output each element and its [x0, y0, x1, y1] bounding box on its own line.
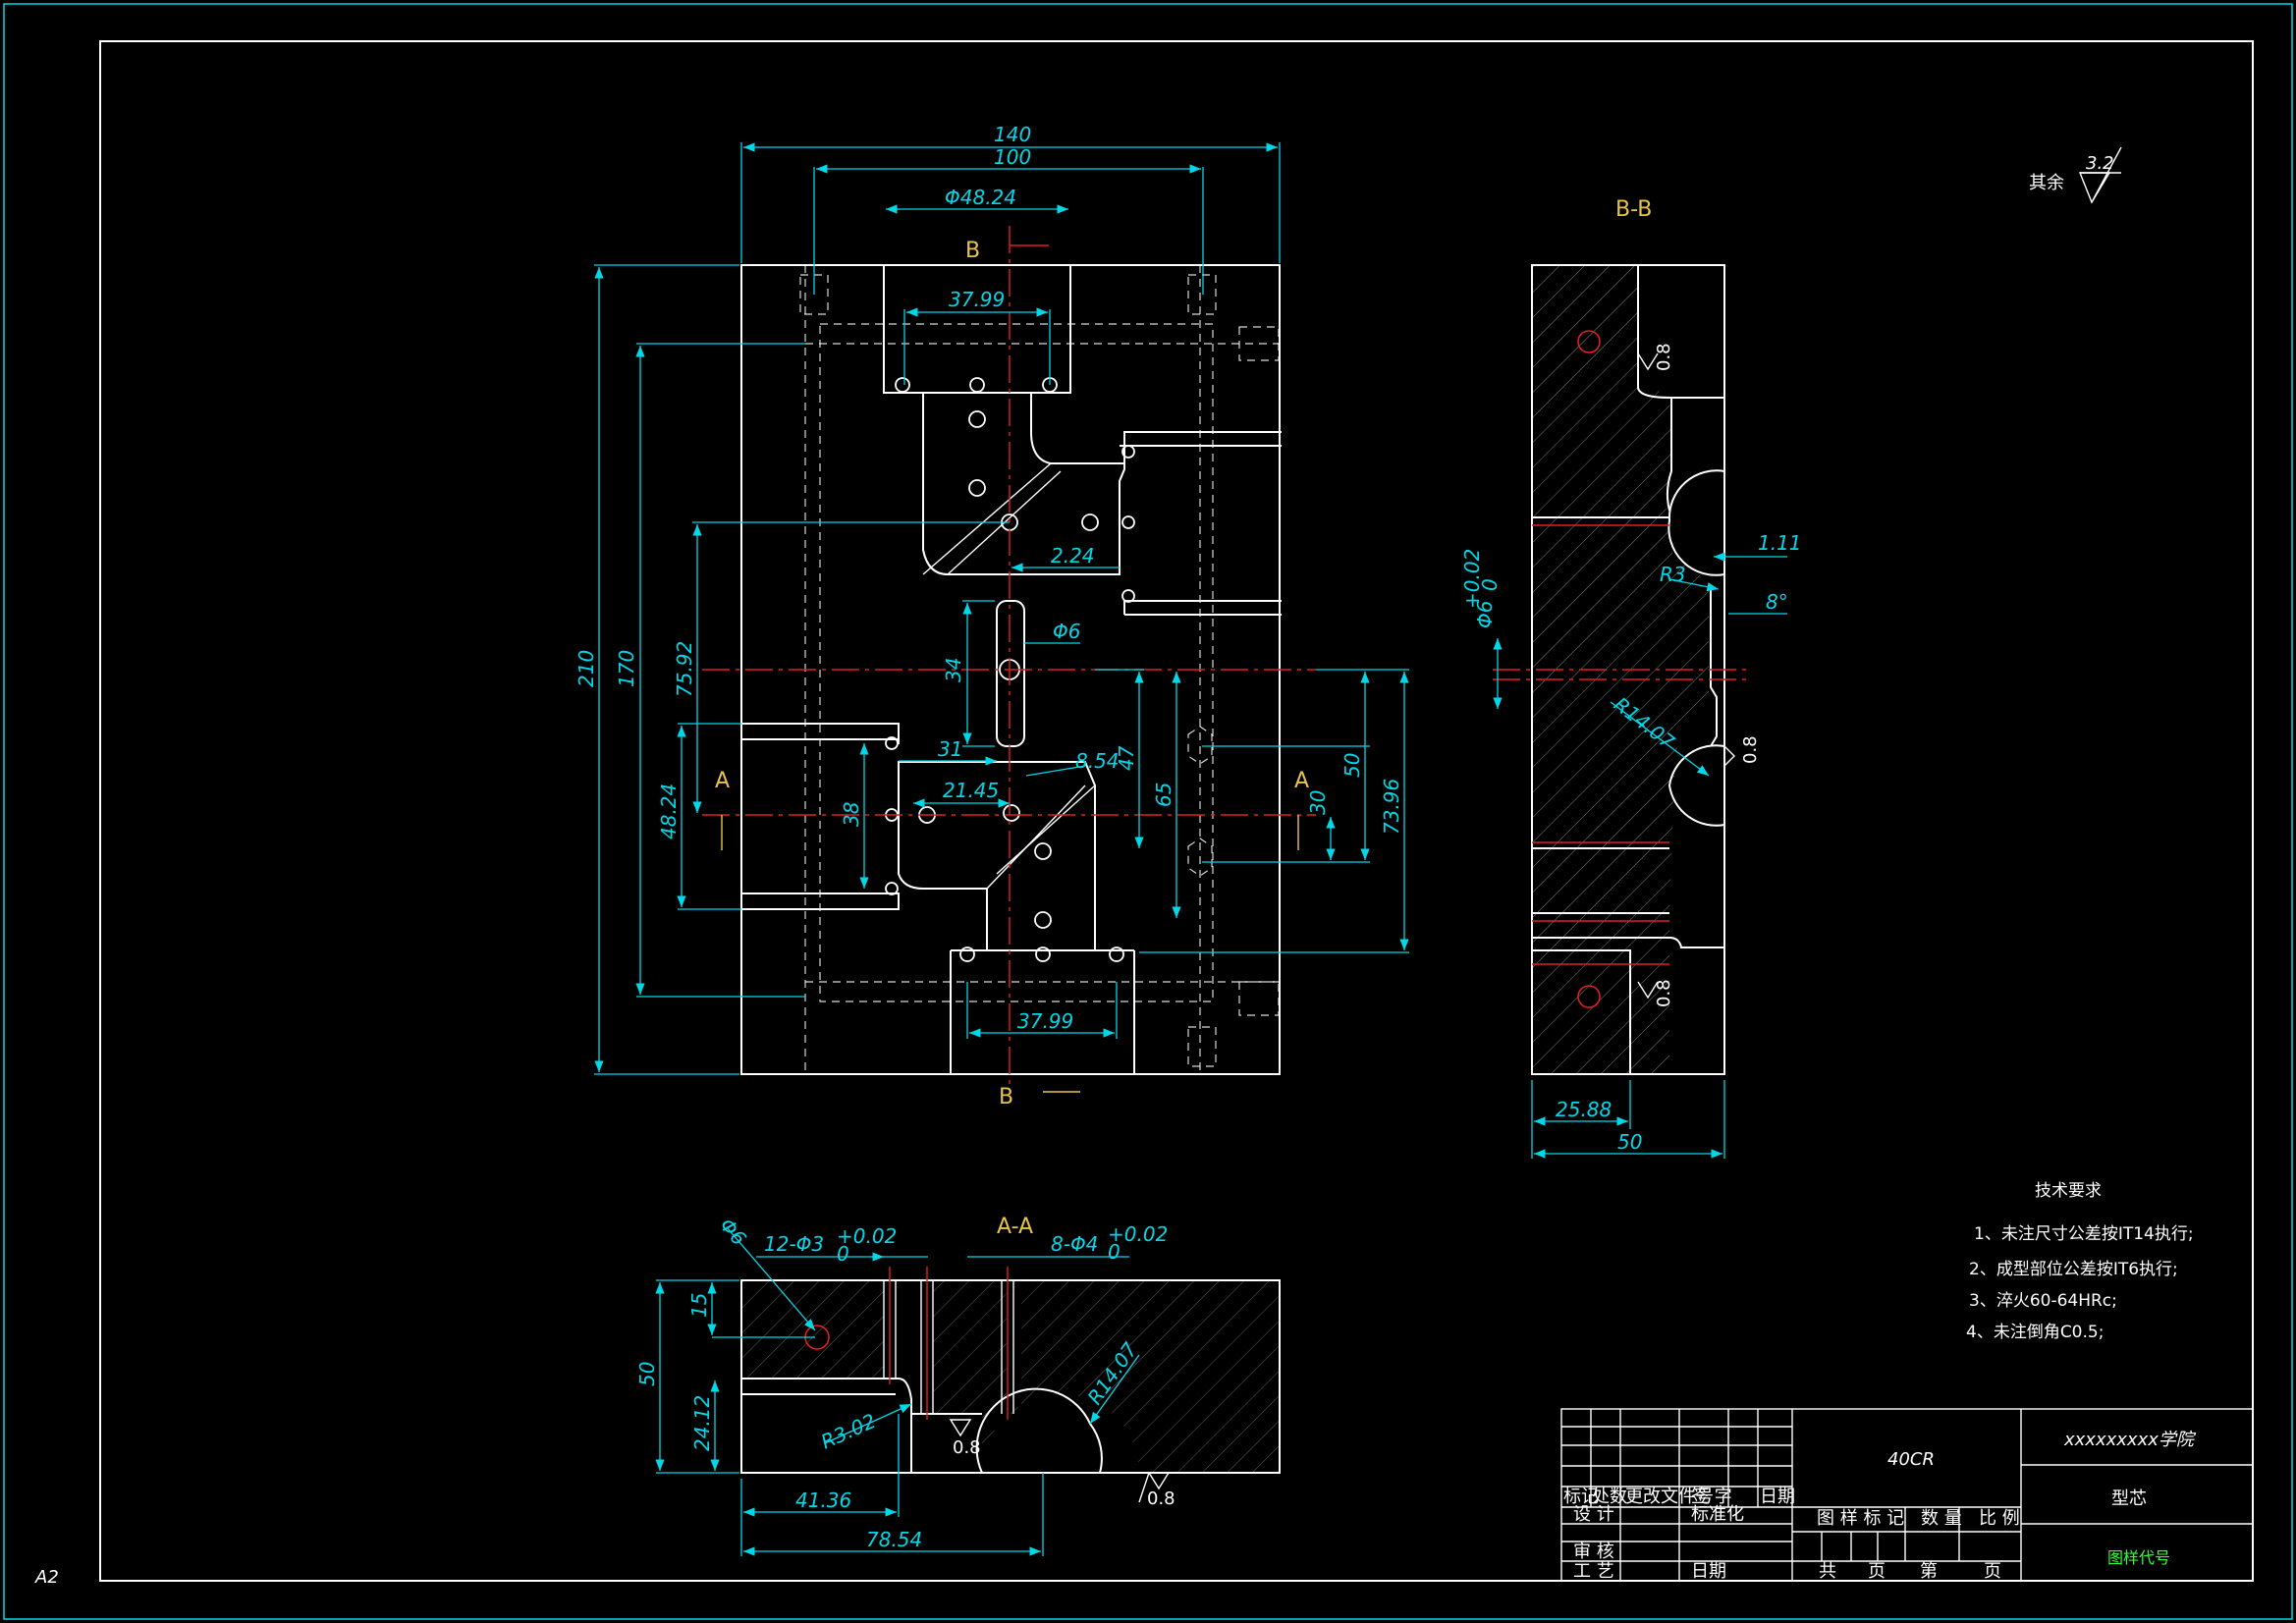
- svg-text:41.36: 41.36: [795, 1488, 851, 1512]
- svg-text:78.54: 78.54: [866, 1528, 922, 1551]
- svg-text:标准化: 标准化: [1691, 1504, 1744, 1525]
- main-dimensions: 140 100 Φ48.24 37.99 37.99 210 170: [574, 123, 1409, 1075]
- svg-text:8.54: 8.54: [1075, 749, 1120, 773]
- part-name: 型芯: [2111, 1488, 2147, 1509]
- svg-text:+0.02: +0.02: [837, 1224, 897, 1248]
- svg-text:3、淬火60-64HRc;: 3、淬火60-64HRc;: [1969, 1291, 2117, 1311]
- ejector-holes: [885, 377, 1135, 962]
- svg-text:12-Φ3: 12-Φ3: [764, 1232, 824, 1256]
- svg-text:50: 50: [635, 1362, 659, 1386]
- svg-text:数 量: 数 量: [1921, 1508, 1962, 1529]
- svg-text:第: 第: [1920, 1561, 1938, 1582]
- svg-text:73.96: 73.96: [1380, 779, 1403, 835]
- svg-text:Φ6: Φ6: [1053, 620, 1080, 643]
- svg-text:页: 页: [1868, 1561, 1886, 1582]
- svg-text:3.2: 3.2: [2086, 153, 2114, 174]
- svg-text:37.99: 37.99: [1017, 1009, 1073, 1033]
- svg-text:0.8: 0.8: [1654, 343, 1674, 371]
- svg-text:50: 50: [1617, 1130, 1642, 1154]
- svg-text:48.24: 48.24: [657, 784, 681, 839]
- svg-text:100: 100: [994, 145, 1031, 169]
- svg-text:R3.02: R3.02: [817, 1409, 879, 1454]
- svg-text:+0.02: +0.02: [1108, 1222, 1168, 1246]
- svg-text:210: 210: [574, 650, 598, 687]
- svg-text:8-Φ4: 8-Φ4: [1051, 1232, 1098, 1256]
- svg-text:8°: 8°: [1766, 590, 1788, 614]
- school-label: xxxxxxxxx学院: [2063, 1430, 2197, 1450]
- svg-text:140: 140: [994, 123, 1031, 146]
- svg-text:15: 15: [687, 1293, 711, 1318]
- tech-requirements: 技术要求 1、未注尺寸公差按IT14执行; 2、成型部位公差按IT6执行; 3、…: [1966, 1181, 2194, 1342]
- svg-text:4、未注倒角C0.5;: 4、未注倒角C0.5;: [1966, 1323, 2104, 1342]
- svg-text:1.11: 1.11: [1758, 531, 1802, 555]
- svg-text:0: 0: [837, 1242, 849, 1266]
- svg-text:Φ48.24: Φ48.24: [945, 186, 1016, 209]
- section-b-top: B: [965, 239, 980, 263]
- svg-text:37.99: 37.99: [949, 288, 1005, 311]
- svg-text:2、成型部位公差按IT6执行;: 2、成型部位公差按IT6执行;: [1969, 1260, 2178, 1279]
- svg-text:21.45: 21.45: [943, 779, 999, 802]
- outer-border: [3, 3, 2293, 1620]
- svg-text:日期: 日期: [1760, 1487, 1795, 1507]
- section-aa-title: A-A: [997, 1215, 1033, 1239]
- svg-text:65: 65: [1152, 783, 1175, 807]
- section-a-a: A-A 0.8 0.8 Φ6 12-Φ3 +0.02 0 8-Φ: [635, 1214, 1281, 1556]
- svg-text:审 核: 审 核: [1573, 1542, 1614, 1562]
- sheet-size-label: A2: [34, 1567, 59, 1588]
- svg-text:38: 38: [840, 802, 863, 827]
- svg-text:170: 170: [615, 650, 638, 687]
- main-view: B B A A 140 100 Φ48.24 37.99 37.: [574, 123, 1409, 1109]
- svg-text:签 字: 签 字: [1691, 1487, 1732, 1507]
- drawing-number: 图样代号: [2107, 1548, 2170, 1567]
- svg-text:共: 共: [1819, 1561, 1836, 1582]
- svg-text:34: 34: [942, 658, 965, 682]
- svg-text:R3: R3: [1660, 563, 1686, 586]
- svg-text:更改文件号: 更改文件号: [1625, 1487, 1714, 1507]
- svg-text:图 样 标 记: 图 样 标 记: [1817, 1508, 1904, 1529]
- svg-text:其余: 其余: [2029, 173, 2064, 193]
- section-b-bottom: B: [999, 1085, 1013, 1109]
- svg-text:1、未注尺寸公差按IT14执行;: 1、未注尺寸公差按IT14执行;: [1974, 1224, 2194, 1244]
- section-b-b: B-B 0.8 0.8 0.8: [1460, 197, 1802, 1159]
- svg-text:0: 0: [1108, 1240, 1121, 1264]
- svg-text:+0.02: +0.02: [1460, 549, 1484, 609]
- svg-text:30: 30: [1306, 790, 1330, 815]
- svg-text:Φ6: Φ6: [1473, 601, 1497, 628]
- svg-text:标记: 标记: [1563, 1487, 1599, 1507]
- svg-text:页: 页: [1984, 1561, 2001, 1582]
- svg-text:处数: 处数: [1592, 1487, 1627, 1507]
- material-label: 40CR: [1887, 1449, 1935, 1470]
- svg-text:25.88: 25.88: [1556, 1098, 1612, 1121]
- svg-text:工 艺: 工 艺: [1573, 1561, 1614, 1582]
- roughness-note: 其余 3.2: [2029, 146, 2122, 204]
- inner-border: [99, 40, 2254, 1582]
- svg-text:50: 50: [1340, 753, 1364, 778]
- svg-text:Φ6: Φ6: [715, 1214, 751, 1250]
- svg-text:0: 0: [1478, 578, 1502, 591]
- section-a-right: A: [1294, 769, 1309, 793]
- svg-text:24.12: 24.12: [690, 1395, 714, 1451]
- title-block: 标记 处数 更改文件号 签 字 日期 设 计 标准化 审 核 工 艺 日期 图 …: [1560, 1408, 2254, 1582]
- svg-text:0.8: 0.8: [1740, 735, 1761, 764]
- svg-text:0.8: 0.8: [1147, 1488, 1175, 1509]
- svg-text:47: 47: [1115, 745, 1138, 771]
- svg-text:2.24: 2.24: [1051, 544, 1095, 568]
- svg-text:0.8: 0.8: [953, 1437, 981, 1458]
- svg-text:31: 31: [938, 737, 962, 761]
- section-a-left: A: [715, 769, 730, 793]
- svg-text:日期: 日期: [1691, 1561, 1726, 1582]
- svg-text:技术要求: 技术要求: [2035, 1181, 2102, 1201]
- svg-text:0.8: 0.8: [1654, 979, 1674, 1007]
- svg-text:设 计: 设 计: [1573, 1504, 1614, 1525]
- svg-text:75.92: 75.92: [673, 641, 696, 697]
- svg-text:比 例: 比 例: [1979, 1508, 2020, 1529]
- section-bb-title: B-B: [1615, 197, 1652, 222]
